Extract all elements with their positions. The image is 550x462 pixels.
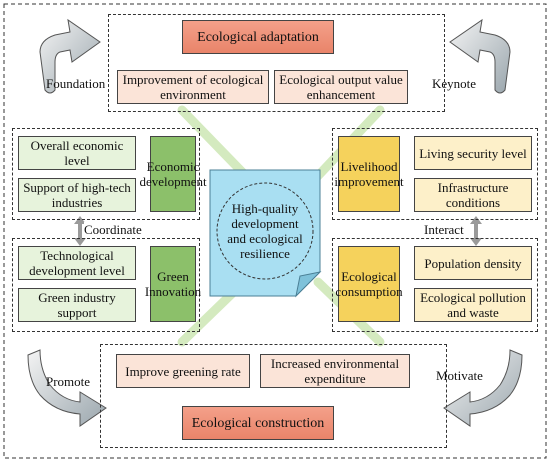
support-high-tech-box: Support of high-tech industries <box>18 178 136 212</box>
ecological-adaptation-box: Ecological adaptation <box>182 20 334 54</box>
top-frame <box>108 14 445 112</box>
interact-label: Interact <box>424 222 464 238</box>
ecological-consumption-box: Ecological consumption <box>335 246 403 322</box>
infrastructure-conditions-box: Infrastructure conditions <box>414 178 532 212</box>
center-circle <box>216 182 314 280</box>
keynote-arrow-icon <box>449 18 511 94</box>
keynote-label: Keynote <box>432 76 477 91</box>
living-security-level-box: Living security level <box>414 136 532 170</box>
left-lower-frame <box>12 238 200 332</box>
outer-frame <box>3 3 547 459</box>
motivate-label: Motivate <box>436 368 483 383</box>
motivate-arrow-icon <box>443 349 523 427</box>
promote-arrow-icon <box>27 349 107 427</box>
economic-development-box: Economic development <box>139 136 207 212</box>
population-density-box: Population density <box>414 246 532 280</box>
improve-greening-rate-box: Improve greening rate <box>116 354 250 388</box>
coordinate-label: Coordinate <box>84 222 142 238</box>
right-upper-frame <box>332 128 538 220</box>
green-industry-support-box: Green industry support <box>18 288 136 322</box>
improvement-ecological-environment-box: Improvement of ecological environment <box>117 70 269 104</box>
promote-label: Promote <box>46 374 91 389</box>
center-text: High-quality development and ecological … <box>227 201 303 261</box>
foundation-arrow-icon <box>39 18 101 94</box>
left-upper-frame <box>12 128 200 220</box>
livelihood-improvement-box: Livelihood improvement <box>334 136 404 212</box>
foundation-label: Foundation <box>46 76 106 91</box>
technological-development-box: Technological development level <box>18 246 136 280</box>
environmental-expenditure-box: Increased environmental expenditure <box>260 354 410 388</box>
bottom-frame <box>100 344 447 448</box>
ecological-output-value-box: Ecological output value enhancement <box>274 70 408 104</box>
ecological-construction-box: Ecological construction <box>182 406 334 440</box>
overall-economic-level-box: Overall economic level <box>18 136 136 170</box>
ecological-pollution-box: Ecological pollution and waste <box>414 288 532 322</box>
green-innovation-box: Green Innovation <box>145 246 201 322</box>
right-lower-frame <box>332 238 538 332</box>
